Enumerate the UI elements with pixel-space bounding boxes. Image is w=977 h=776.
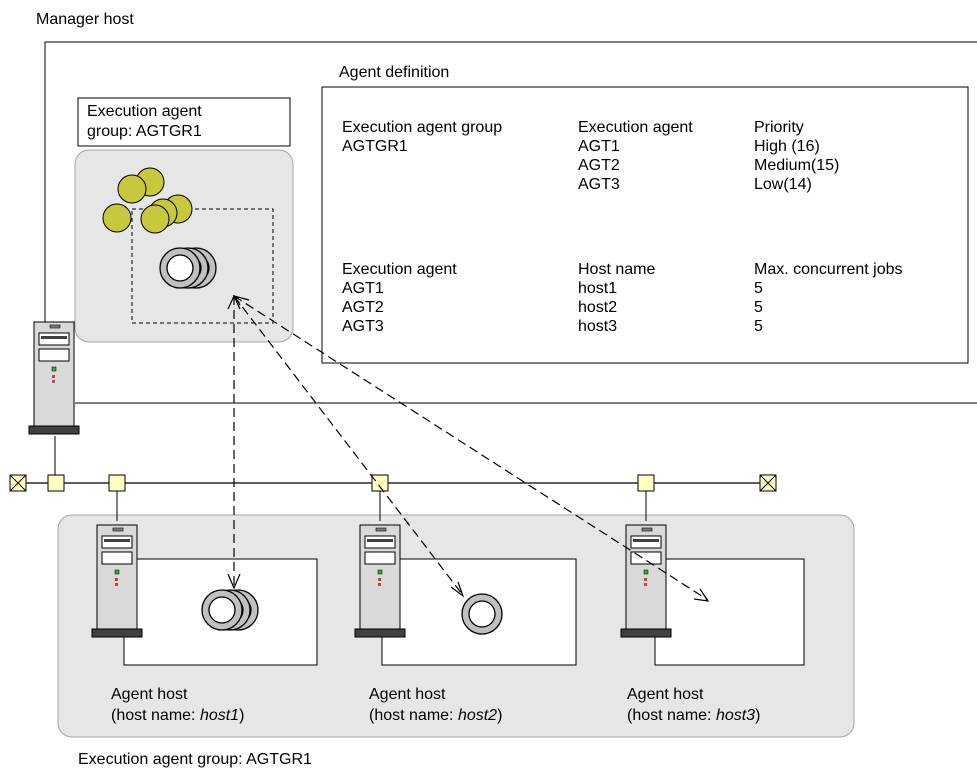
table2-header-host: Host name	[578, 261, 656, 278]
network-node-host3	[637, 474, 655, 492]
network-node-host2	[371, 474, 389, 492]
execution-agent-group-box	[77, 97, 291, 147]
table1-priority-2: Medium(15)	[754, 157, 840, 174]
network-node-manager	[47, 474, 65, 492]
agent-host1-server-icon	[91, 524, 143, 638]
group-box-line1: Execution agent	[87, 103, 202, 120]
table2-header-maxjobs: Max. concurrent jobs	[754, 261, 903, 278]
agent-host2-label: Agent host (host name: host2)	[369, 684, 502, 726]
table2-header-agent: Execution agent	[342, 261, 457, 278]
agent-definition-box	[321, 86, 969, 364]
execution-agent-group-box-text: Execution agent group: AGTGR1	[87, 102, 202, 142]
agent-definition-title: Agent definition	[339, 64, 450, 81]
table2-host-3: host3	[578, 318, 618, 335]
table1-col-priority: Priority High (16) Medium(15) Low(14)	[754, 118, 839, 194]
table1-group-value: AGTGR1	[342, 138, 408, 155]
agent-host3-server-icon	[620, 524, 672, 638]
table2-col-maxjobs: Max. concurrent jobs 5 5 5	[754, 260, 903, 336]
job-disk-host2-icon	[461, 593, 503, 635]
agent-host3-name-line: (host name: host3)	[627, 707, 761, 724]
table2-host-2: host2	[578, 299, 618, 316]
table2-agent-2: AGT2	[342, 299, 384, 316]
table1-priority-3: Low(14)	[754, 176, 812, 193]
table1-header-agent: Execution agent	[578, 119, 693, 136]
network-node-host1	[108, 474, 126, 492]
table2-maxjobs-2: 5	[754, 299, 763, 316]
table2-col-host: Host name host1 host2 host3	[578, 260, 655, 336]
table2-agent-1: AGT1	[342, 280, 384, 297]
agent-host3-title: Agent host	[627, 686, 704, 703]
execution-agent-icons	[102, 167, 193, 234]
job-disks-manager-icon	[160, 248, 216, 288]
table1-col-agent: Execution agent AGT1 AGT2 AGT3	[578, 118, 693, 194]
agent-host2-server-icon	[354, 524, 406, 638]
table1-col-group: Execution agent group AGTGR1	[342, 118, 502, 156]
table2-col-agent: Execution agent AGT1 AGT2 AGT3	[342, 260, 457, 336]
agent-host3-box	[654, 558, 805, 666]
dispatch-arrows	[233, 295, 709, 601]
table1-agent-2: AGT2	[578, 157, 620, 174]
agent-host1-label: Agent host (host name: host1)	[111, 684, 244, 726]
agent-host3-name: host3	[715, 707, 756, 724]
network-terminator-left-icon	[9, 474, 27, 492]
table1-agent-3: AGT3	[578, 176, 620, 193]
agent-host1-name-line: (host name: host1)	[111, 707, 245, 724]
manager-server-icon	[28, 321, 80, 435]
table2-maxjobs-3: 5	[754, 318, 763, 335]
manager-host-label: Manager host	[36, 11, 134, 28]
job-disks-host1-icon	[202, 590, 258, 630]
table1-header-group: Execution agent group	[342, 119, 503, 136]
table1-header-priority: Priority	[754, 119, 804, 136]
table1-agent-1: AGT1	[578, 138, 620, 155]
table2-host-1: host1	[578, 280, 618, 297]
bottom-group-label: Execution agent group: AGTGR1	[78, 751, 312, 768]
agent-host3-label: Agent host (host name: host3)	[627, 684, 760, 726]
arrowheads	[227, 294, 710, 602]
table1-priority-1: High (16)	[754, 138, 820, 155]
agent-host1-name: host1	[199, 707, 240, 724]
agent-host1-title: Agent host	[111, 686, 188, 703]
agent-host2-name: host2	[457, 707, 498, 724]
table2-agent-3: AGT3	[342, 318, 384, 335]
manager-host-frame	[44, 41, 977, 322]
group-box-line2: group: AGTGR1	[87, 123, 202, 140]
agent-host2-title: Agent host	[369, 686, 446, 703]
table2-maxjobs-1: 5	[754, 280, 763, 297]
agent-host2-name-line: (host name: host2)	[369, 707, 503, 724]
dashed-job-box	[131, 208, 274, 324]
network-terminator-right-icon	[759, 474, 777, 492]
